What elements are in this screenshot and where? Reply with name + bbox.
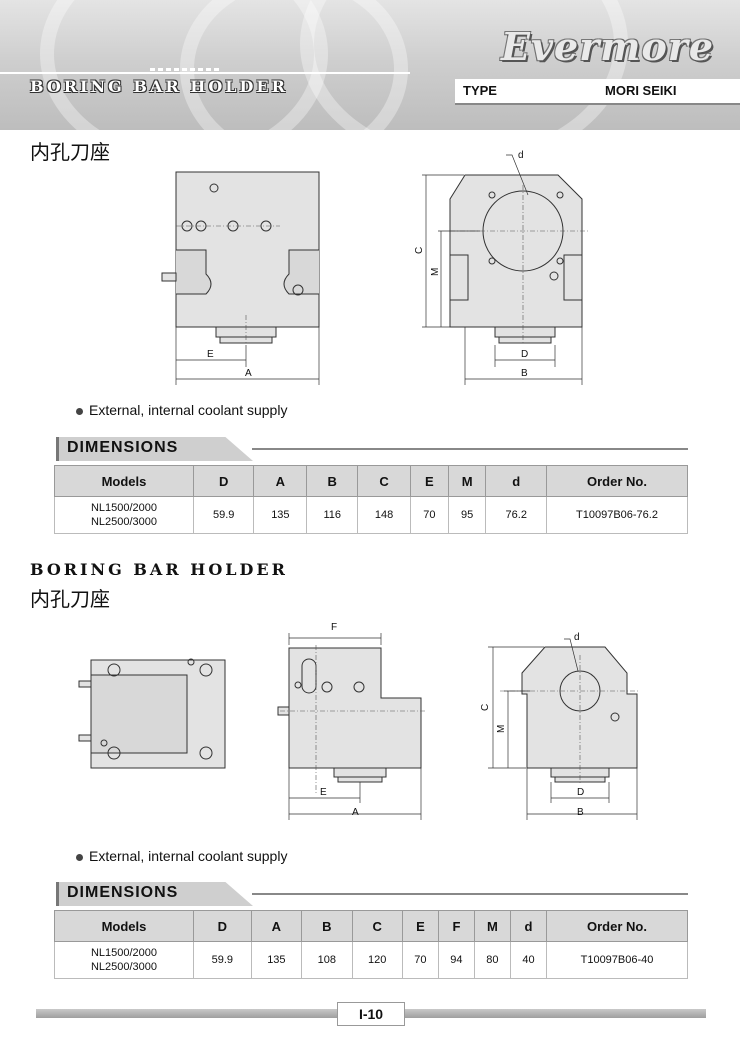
section2-dimensions-table: Models D A B C E F M d Order No. NL1500/… xyxy=(54,910,688,979)
dim-label-B: B xyxy=(577,807,584,818)
col-header: Models xyxy=(54,465,194,497)
dim-label-M: M xyxy=(496,725,507,733)
type-label: TYPE xyxy=(463,83,497,98)
side-view-body xyxy=(449,174,583,328)
col-header: F xyxy=(437,910,475,942)
section1-dimensions-table: Models D A B C E M d Order No. NL1500/20… xyxy=(54,465,688,534)
dimensions-rule xyxy=(252,448,688,450)
value-cell: 59.9 xyxy=(193,941,252,979)
col-header: B xyxy=(306,465,359,497)
bullet-icon xyxy=(76,853,83,861)
header-rule xyxy=(0,72,410,74)
section1-dimensions-banner: DIMENSIONS xyxy=(50,437,690,463)
dim-label-A: A xyxy=(245,368,252,379)
value-cell: 76.2 xyxy=(485,496,547,534)
col-header: B xyxy=(301,910,353,942)
table-header-row: Models D A B C E F M d Order No. xyxy=(54,910,688,942)
section1-note: External, internal coolant supply xyxy=(76,402,287,418)
col-header: E xyxy=(401,910,439,942)
col-header: D xyxy=(192,465,255,497)
dim-label-F: F xyxy=(331,622,337,633)
dim-label-D: D xyxy=(521,349,528,360)
type-bar: TYPE MORI SEIKI xyxy=(455,79,740,105)
page-number: I-10 xyxy=(337,1002,405,1026)
header-dots xyxy=(150,68,220,71)
dim-label-E: E xyxy=(320,787,327,798)
dim-label-E: E xyxy=(207,349,214,360)
dimensions-tab: DIMENSIONS xyxy=(56,437,253,461)
col-header: Models xyxy=(54,910,194,942)
value-cell: 94 xyxy=(437,941,475,979)
side-view2-body xyxy=(521,646,638,769)
section1-drawing: d C M E A D B xyxy=(161,150,590,385)
col-header: Order No. xyxy=(546,910,688,942)
value-cell: 116 xyxy=(306,496,359,534)
dimensions-tab: DIMENSIONS xyxy=(56,882,253,906)
value-cell: 135 xyxy=(250,941,303,979)
order-no-cell: T10097B06-76.2 xyxy=(546,496,688,534)
dimensions-heading: DIMENSIONS xyxy=(67,884,179,901)
dimensions-heading: DIMENSIONS xyxy=(67,439,179,456)
section2-title-en: BORING BAR HOLDER xyxy=(30,560,288,579)
value-cell: 120 xyxy=(351,941,403,979)
type-value: MORI SEIKI xyxy=(605,83,677,98)
section2-note: External, internal coolant supply xyxy=(76,848,287,864)
bullet-icon xyxy=(76,407,83,415)
col-header: D xyxy=(193,910,252,942)
col-header: C xyxy=(351,910,403,942)
dim-label-C: C xyxy=(414,247,425,254)
value-cell: 70 xyxy=(410,496,449,534)
front-view2-body xyxy=(288,647,422,769)
dim-label-D: D xyxy=(577,787,584,798)
col-header: M xyxy=(447,465,487,497)
section2-dimensions-banner: DIMENSIONS xyxy=(50,882,690,908)
col-header: A xyxy=(250,910,303,942)
value-cell: 70 xyxy=(401,941,439,979)
value-cell: 148 xyxy=(357,496,412,534)
section2-drawing: F E A d C M D B xyxy=(78,622,640,820)
dim-label-d: d xyxy=(518,150,524,161)
value-cell: 135 xyxy=(253,496,308,534)
value-cell: 95 xyxy=(447,496,487,534)
value-cell: 59.9 xyxy=(192,496,255,534)
value-cell: 40 xyxy=(509,941,548,979)
header-section-title: BORING BAR HOLDER xyxy=(30,77,288,96)
order-no-cell: T10097B06-40 xyxy=(546,941,688,979)
value-cell: 80 xyxy=(473,941,511,979)
section1-note-text: External, internal coolant supply xyxy=(89,402,288,418)
table-header-row: Models D A B C E M d Order No. xyxy=(54,465,688,497)
value-cell: 108 xyxy=(301,941,353,979)
col-header: d xyxy=(509,910,548,942)
dimensions-rule xyxy=(252,893,688,895)
col-header: d xyxy=(485,465,547,497)
dim-label-d: d xyxy=(574,632,580,643)
section2-title-cn: 内孔刀座 xyxy=(30,587,110,611)
col-header: A xyxy=(253,465,308,497)
dim-label-B: B xyxy=(521,368,528,379)
dim-label-A: A xyxy=(352,807,359,818)
col-header: C xyxy=(357,465,412,497)
dim-label-C: C xyxy=(480,704,491,711)
section1-title-cn: 内孔刀座 xyxy=(30,140,110,164)
dim-label-M: M xyxy=(430,268,441,276)
col-header: M xyxy=(473,910,511,942)
brand-logo: Evermore xyxy=(501,24,714,69)
col-header: E xyxy=(410,465,449,497)
col-header: Order No. xyxy=(546,465,688,497)
section2-note-text: External, internal coolant supply xyxy=(89,848,288,864)
